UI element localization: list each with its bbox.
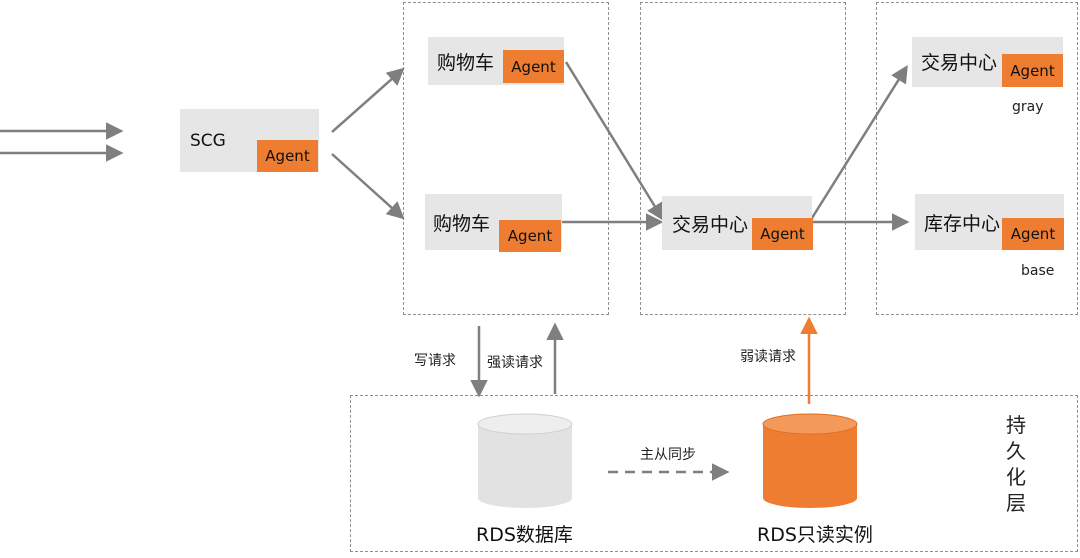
cart-bottom-label: 购物车 — [433, 213, 491, 235]
write-request-label: 写请求 — [414, 353, 456, 369]
rds-db-label: RDS数据库 — [476, 524, 573, 546]
strong-read-label: 强读请求 — [487, 355, 543, 371]
persistence-layer-box — [350, 395, 1078, 552]
inventory-center-agent-badge: Agent — [1002, 218, 1064, 250]
trade-center-gray-agent-badge: Agent — [1002, 54, 1063, 87]
scg-agent-badge: Agent — [257, 140, 318, 172]
scg-to-cart-bottom-arrow — [331, 153, 405, 220]
rds-readonly-cylinder — [762, 413, 858, 508]
inventory-center-label: 库存中心 — [924, 213, 1001, 235]
cart-top-label: 购物车 — [437, 52, 495, 74]
scg-label: SCG — [190, 131, 226, 151]
trade-to-gray-arrow — [810, 65, 908, 219]
trade-center-gray-label: 交易中心 — [921, 52, 998, 74]
persistence-layer-label: 持久化层 — [1006, 413, 1026, 515]
trade-center-label: 交易中心 — [672, 214, 749, 236]
trade-center-agent-badge: Agent — [752, 218, 813, 250]
sync-label: 主从同步 — [640, 447, 696, 463]
downstream-group-box — [876, 2, 1078, 315]
cart-group-box — [403, 2, 609, 315]
rds-readonly-label: RDS只读实例 — [757, 524, 873, 546]
scg-to-cart-top-arrow — [331, 67, 405, 133]
cart-top-to-trade-arrow — [564, 61, 664, 221]
trade-group-box — [640, 2, 846, 315]
cart-bottom-agent-badge: Agent — [499, 220, 561, 252]
weak-read-label: 弱读请求 — [740, 349, 796, 365]
base-tag: base — [1021, 263, 1055, 279]
rds-db-cylinder — [477, 413, 573, 508]
cart-top-agent-badge: Agent — [503, 50, 564, 83]
gray-tag: gray — [1012, 99, 1044, 115]
